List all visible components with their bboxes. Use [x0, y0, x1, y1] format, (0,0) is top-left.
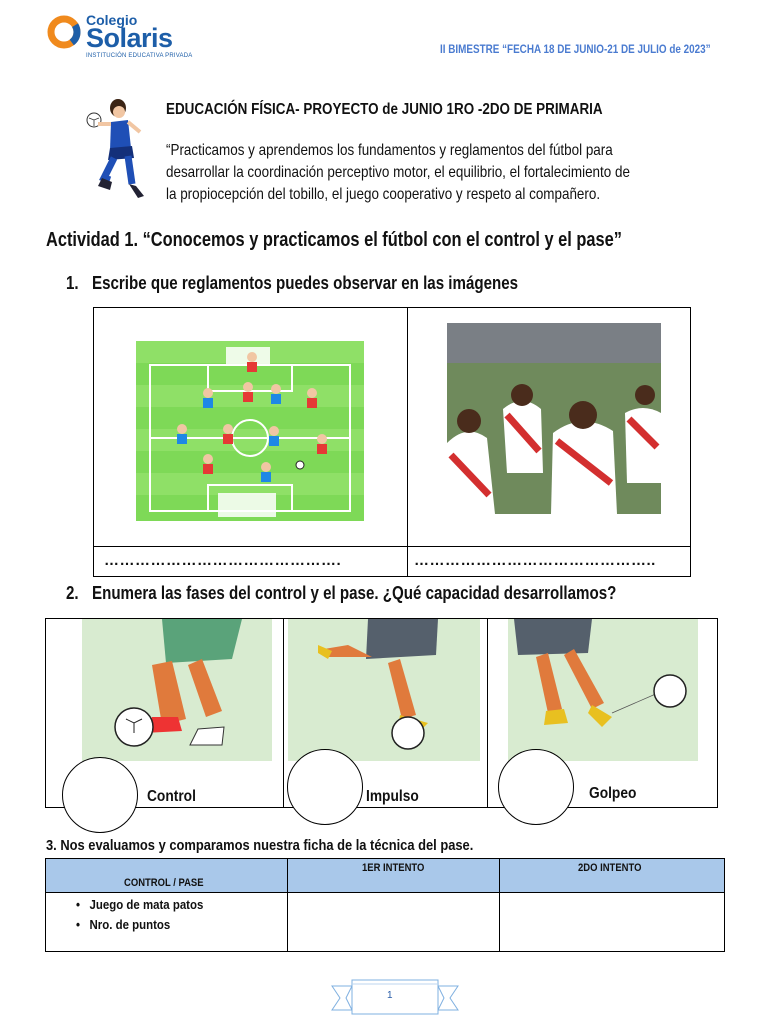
- quote-line: desarrollar la coordinación perceptivo m…: [166, 164, 630, 181]
- activity-title: Actividad 1. “Conocemos y practicamos el…: [46, 229, 622, 251]
- subject-title: EDUCACIÓN FÍSICA- PROYECTO de JUNIO 1RO …: [166, 101, 603, 118]
- phase-label-impulso: Impulso: [366, 788, 419, 805]
- page-number-ribbon: 1: [330, 976, 460, 1018]
- phase-number-circle[interactable]: [62, 757, 138, 833]
- answer-line-right[interactable]: ………………………………………..: [414, 552, 656, 569]
- first-attempt-cell[interactable]: [296, 897, 490, 947]
- kick-phase-illustration: [508, 619, 698, 761]
- soccer-field-illustration: [136, 341, 364, 521]
- phase-number-circle[interactable]: [498, 749, 574, 825]
- phases-table: Control Impulso Golpeo: [45, 618, 718, 833]
- page-number: 1: [387, 990, 393, 1001]
- question-number: 1.: [66, 273, 79, 293]
- soccer-player-illustration: [86, 99, 144, 198]
- list-item: • Nro. de puntos: [76, 917, 171, 932]
- control-phase-illustration: [82, 619, 272, 761]
- table-header-cell: 1ER INTENTO: [287, 859, 499, 893]
- table-header-cell: CONTROL / PASE: [46, 859, 287, 893]
- question-1: Escribe que reglamentos puedes observar …: [92, 273, 519, 293]
- ribbon-icon: [331, 979, 459, 1015]
- bimestre-header: II BIMESTRE “FECHA 18 DE JUNIO-21 DE JUL…: [440, 44, 711, 56]
- logo-icon: [47, 15, 81, 49]
- evaluation-table: CONTROL / PASE 1ER INTENTO 2DO INTENTO •…: [45, 858, 725, 952]
- images-table: ………………………………………. ………………………………………..: [93, 307, 691, 577]
- question-3: 3. Nos evaluamos y comparamos nuestra fi…: [46, 837, 474, 854]
- second-attempt-cell[interactable]: [508, 897, 714, 947]
- project-quote: “Practicamos y aprendemos los fundamento…: [166, 140, 729, 206]
- table-header-cell: 2DO INTENTO: [499, 859, 724, 893]
- phase-number-circle[interactable]: [287, 749, 363, 825]
- header-control-pase: CONTROL / PASE: [124, 877, 204, 889]
- logo-text-top: Colegio: [86, 12, 138, 28]
- phase-label-golpeo: Golpeo: [589, 785, 637, 802]
- phase-label-control: Control: [147, 788, 196, 805]
- list-item: • Juego de mata patos: [76, 897, 204, 912]
- answer-line-left[interactable]: ……………………………………….: [104, 552, 342, 569]
- header-second-attempt: 2DO INTENTO: [578, 862, 642, 874]
- football-players-photo: [447, 323, 661, 514]
- logo-text-main: Solaris: [86, 23, 173, 53]
- question-number: 2.: [66, 583, 79, 603]
- header-first-attempt: 1ER INTENTO: [362, 862, 425, 874]
- quote-line: “Practicamos y aprendemos los fundamento…: [166, 142, 613, 159]
- question-2: Enumera las fases del control y el pase.…: [92, 583, 617, 603]
- logo-subtitle: INSTITUCIÓN EDUCATIVA PRIVADA: [86, 53, 193, 59]
- quote-line: la propiocepción del tobillo, el juego c…: [166, 186, 601, 203]
- impulse-phase-illustration: [288, 619, 480, 761]
